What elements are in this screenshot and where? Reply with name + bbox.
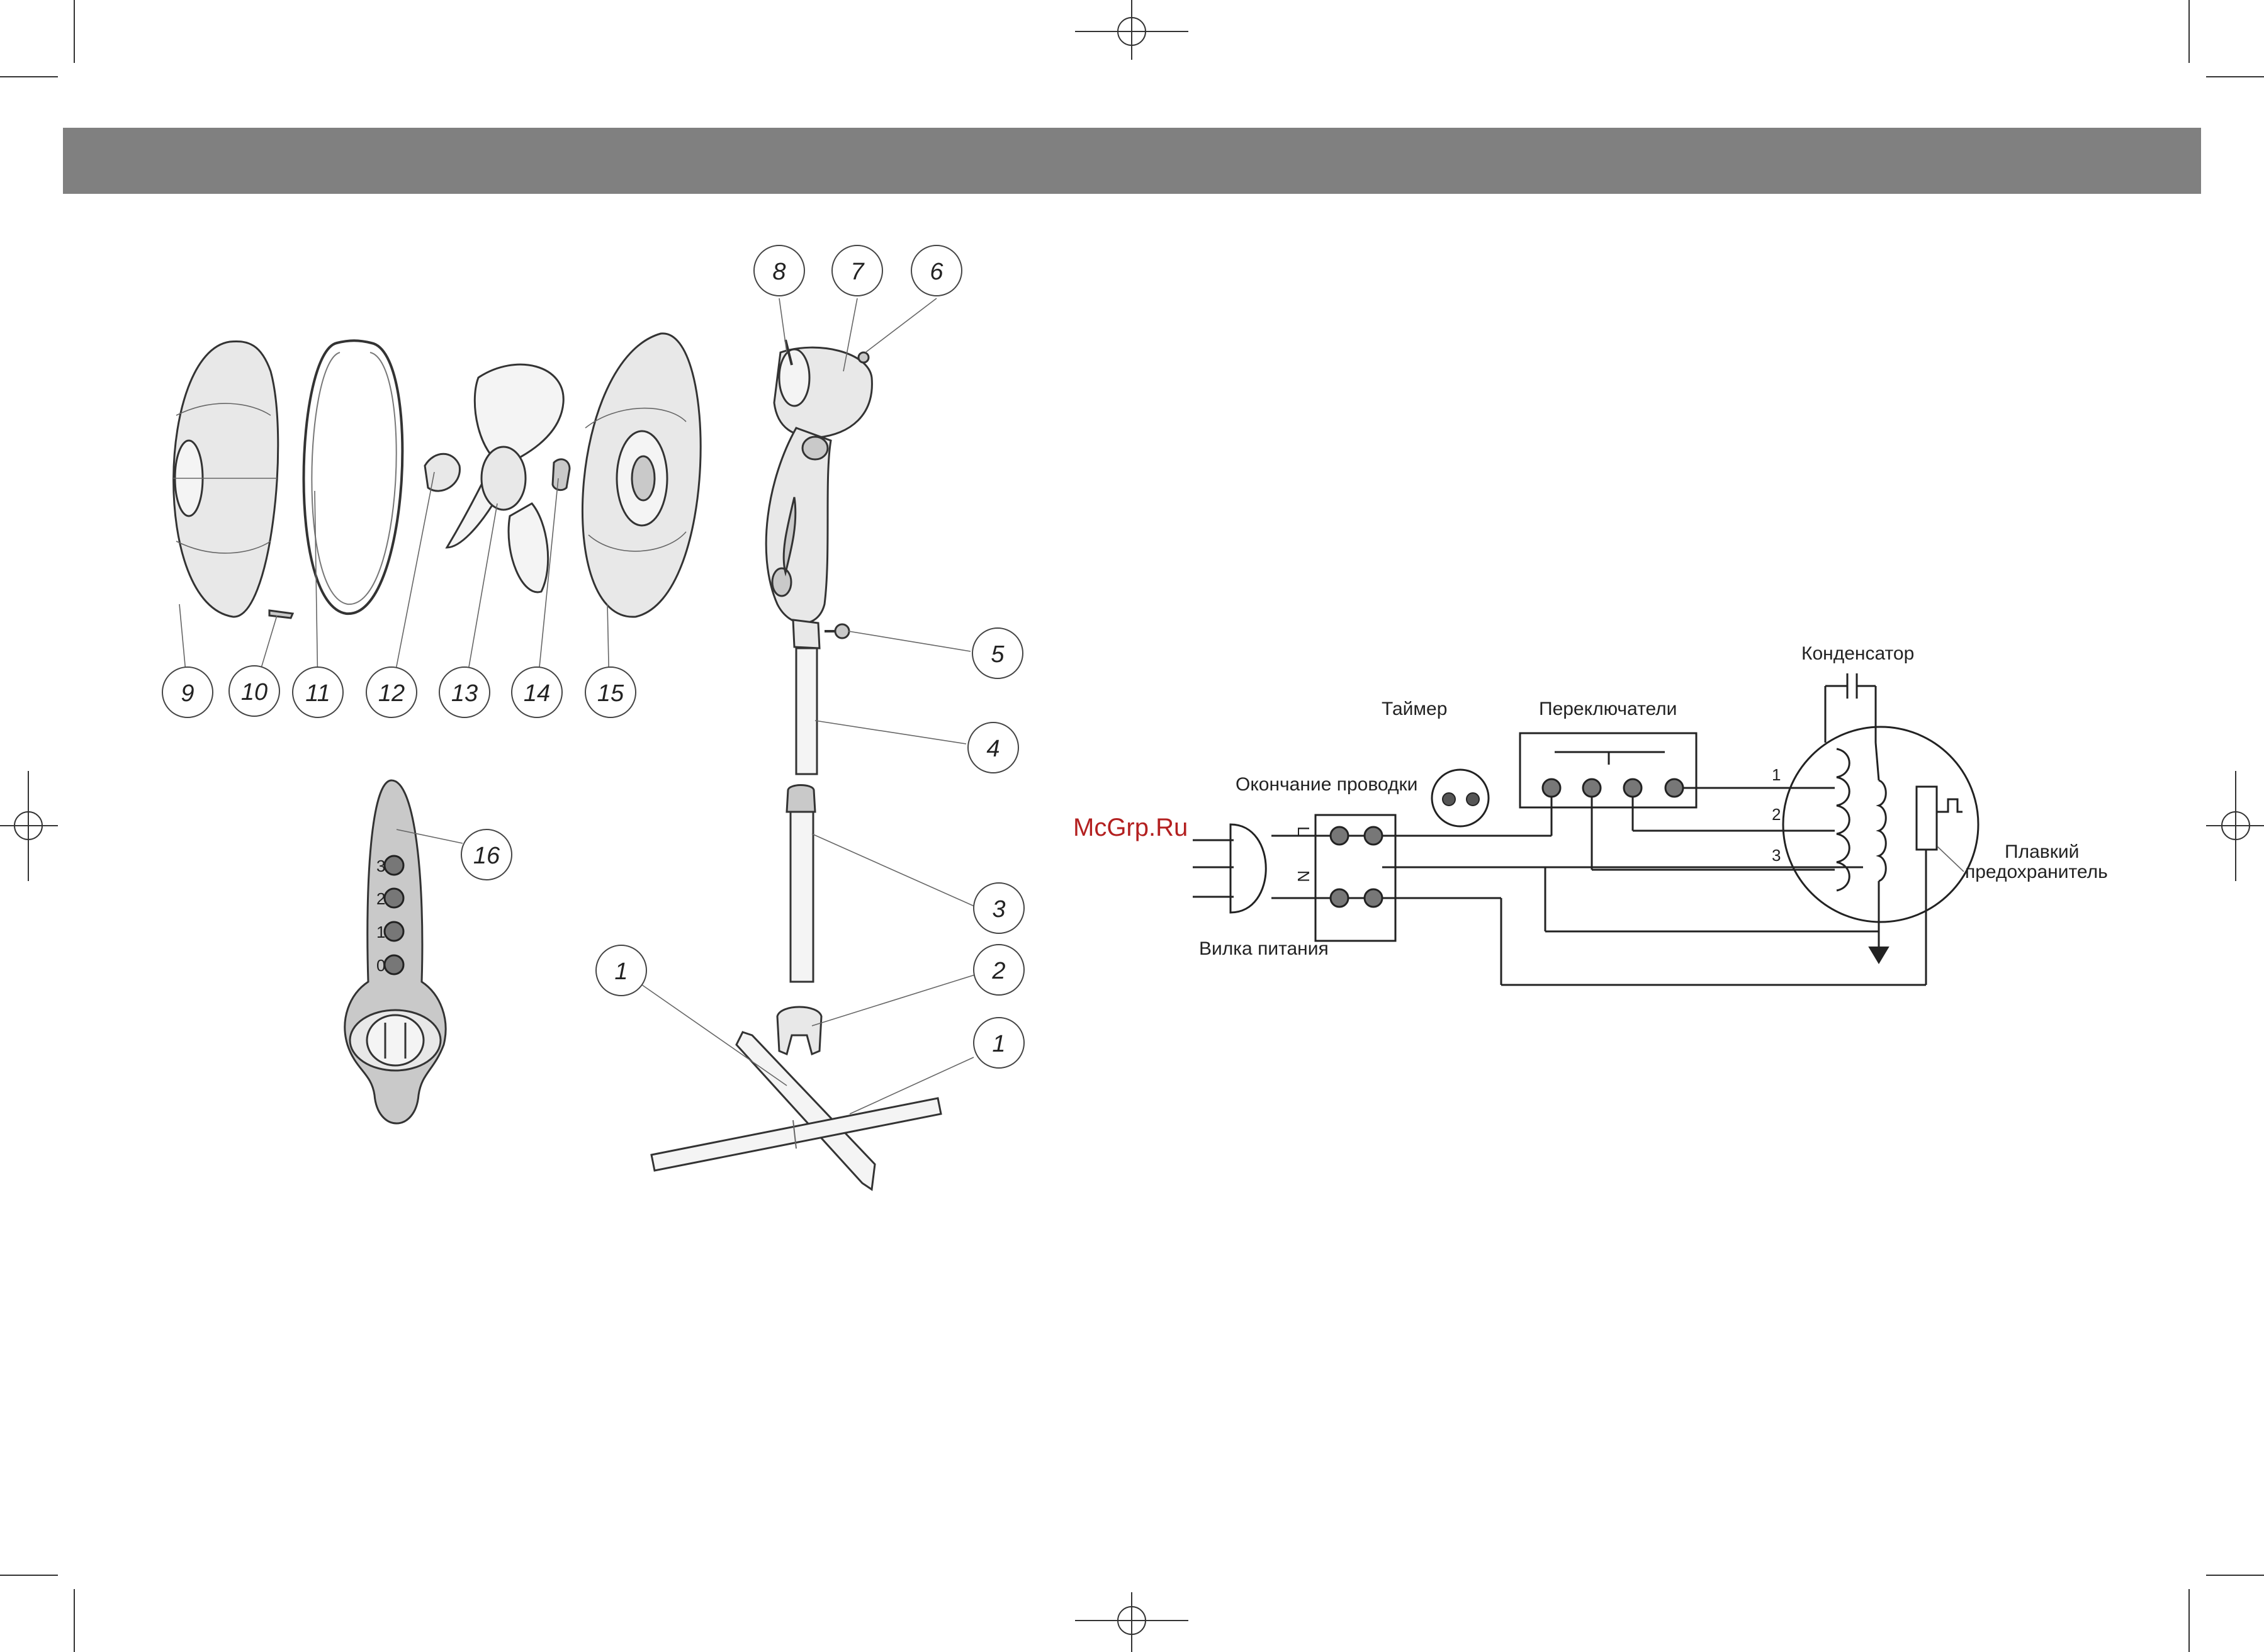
base-legs (651, 1032, 941, 1189)
fan-blade (447, 364, 563, 592)
remote-label-3: 3 (376, 857, 385, 875)
timer (1432, 770, 1489, 826)
ground-symbol (1869, 935, 1888, 963)
plug-label: Вилка питания (1199, 938, 1329, 959)
callout-15: 15 (585, 667, 636, 717)
wiring-diagram: L N (1193, 643, 2108, 985)
callout-5: 5 (972, 628, 1023, 678)
remote-button-0 (385, 955, 403, 974)
callout-7: 7 (832, 245, 882, 296)
exploded-view: 3 2 1 0 1 (162, 245, 1024, 1189)
lower-pole (787, 785, 815, 982)
motor-housing (774, 340, 872, 437)
callout-3: 3 (974, 883, 1024, 933)
remote-label-2: 2 (376, 889, 385, 908)
remote-button-2 (385, 889, 403, 907)
remote-label-0: 0 (376, 956, 385, 975)
callout-label: 8 (772, 259, 786, 285)
callout-10: 10 (229, 666, 279, 716)
remote-button-3 (385, 856, 403, 875)
timer-label: Таймер (1382, 699, 1447, 719)
callout-label: 10 (241, 679, 268, 705)
line-l-label: L (1294, 826, 1313, 835)
callout-6: 6 (911, 245, 962, 296)
speed-switches (1520, 733, 1696, 807)
callout-label: 3 (992, 896, 1005, 923)
capacitor-label: Конденсатор (1801, 643, 1914, 664)
callout-label: 7 (850, 259, 865, 285)
registration-mark-left (0, 771, 58, 881)
grille-ring (304, 340, 403, 614)
lock-knob (825, 624, 849, 638)
line-n-label: N (1294, 870, 1313, 882)
wiring-end-label: Окончание проводки (1236, 774, 1417, 795)
callout-2: 2 (974, 945, 1024, 995)
callout-9: 9 (162, 667, 213, 717)
speed-label-2: 2 (1772, 805, 1781, 824)
remote-button-1 (385, 922, 403, 941)
callout-13: 13 (439, 667, 490, 717)
registration-mark-top (1075, 0, 1188, 60)
callout-label: 6 (930, 259, 943, 285)
callout-label: 13 (451, 680, 478, 707)
switches-label: Переключатели (1539, 699, 1677, 719)
fan-neck (766, 428, 831, 648)
fuse-label-line1: Плавкий (2005, 841, 2079, 862)
callout-8: 8 (754, 245, 804, 296)
power-plug (1193, 824, 1266, 913)
callout-label: 12 (378, 680, 405, 707)
terminal-block: L N (1271, 815, 1395, 941)
upper-pole (796, 648, 817, 774)
spinner-cap (425, 454, 459, 491)
fuse-label-line2: предохранитель (1965, 862, 2108, 882)
callout-label: 15 (597, 680, 624, 707)
base-hub (777, 1007, 821, 1054)
watermark: McGrp.Ru (1073, 814, 1188, 841)
callout-4: 4 (968, 722, 1018, 773)
callout-label: 1 (992, 1031, 1005, 1057)
callout-11: 11 (293, 667, 343, 717)
blade-nut (553, 459, 570, 490)
front-grille (582, 334, 701, 617)
callout-1-right: 1 (974, 1018, 1024, 1068)
speed-label-1: 1 (1772, 765, 1781, 784)
rear-grille (173, 341, 278, 617)
callout-label: 14 (524, 680, 550, 707)
callout-label: 1 (614, 958, 628, 985)
registration-mark-right (2206, 771, 2264, 881)
callout-label: 5 (991, 641, 1005, 668)
callout-label: 4 (986, 736, 1000, 762)
callout-12: 12 (366, 667, 417, 717)
callout-label: 11 (305, 680, 330, 707)
remote-label-1: 1 (376, 923, 385, 941)
callout-label: 16 (473, 843, 500, 869)
screw-part-10 (269, 610, 293, 618)
callout-16: 16 (461, 829, 512, 880)
callout-label: 9 (181, 680, 194, 707)
speed-label-3: 3 (1772, 846, 1781, 865)
fuse-symbol (1937, 799, 1963, 812)
registration-mark-bottom (1075, 1592, 1188, 1652)
remote-control: 3 2 1 0 (345, 780, 446, 1123)
header-bar (63, 128, 2201, 194)
callout-14: 14 (512, 667, 562, 717)
callout-label: 2 (991, 958, 1005, 984)
callout-1-left: 1 (596, 945, 646, 996)
